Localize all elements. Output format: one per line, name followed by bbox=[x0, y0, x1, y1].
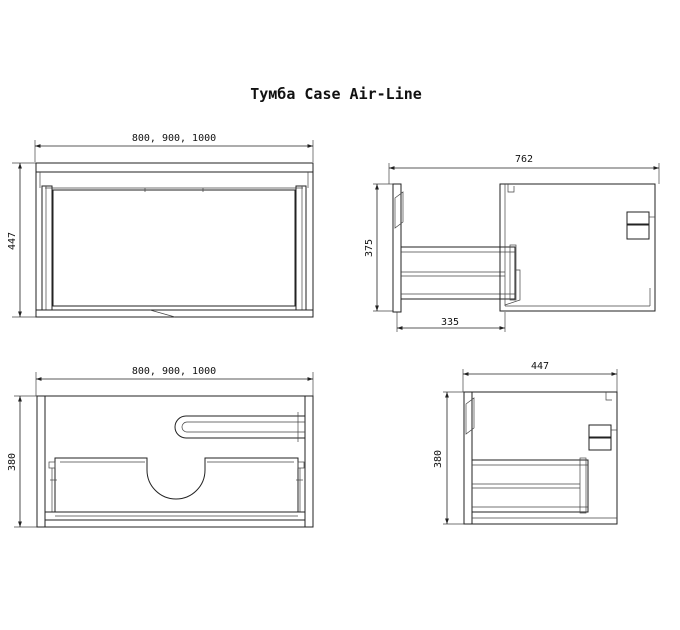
drawer-extension-label: 335 bbox=[441, 317, 459, 328]
cabinet-carcass bbox=[499, 183, 656, 312]
siphon-pipe-outer bbox=[174, 415, 305, 439]
height-label: 447 bbox=[7, 232, 18, 250]
right-side-panel-bottom bbox=[304, 395, 314, 528]
cabinet-carcass-bottom bbox=[463, 391, 618, 525]
cabinet-outline bbox=[35, 162, 314, 318]
drawer-with-siphon-cutout bbox=[54, 457, 299, 513]
front-view-top: 800, 900, 1000 447 bbox=[7, 133, 314, 318]
siphon-block-lower-bottom bbox=[588, 437, 612, 451]
depth-label-bottom: 447 bbox=[531, 361, 549, 372]
extended-drawer-box bbox=[400, 246, 516, 300]
cabinet-outline-bottom bbox=[36, 395, 314, 528]
siphon-block-lower bbox=[626, 224, 650, 240]
bottom-rail bbox=[44, 511, 306, 521]
drawer-front-panel bbox=[392, 183, 402, 313]
front-view-bottom: 800, 900, 1000 380 bbox=[7, 366, 314, 528]
width-label: 800, 900, 1000 bbox=[132, 133, 216, 144]
drawer-box-bottom bbox=[471, 459, 589, 513]
drawer-front-frame bbox=[52, 189, 296, 307]
left-side-panel-bottom bbox=[36, 395, 46, 528]
drawing-title: Тумба Case Air-Line bbox=[250, 85, 422, 103]
side-view-bottom: 447 380 bbox=[433, 361, 618, 525]
height-label-side: 375 bbox=[364, 239, 375, 257]
depth-label: 762 bbox=[515, 154, 533, 165]
siphon-block-upper bbox=[626, 211, 650, 225]
siphon-block-upper-bottom bbox=[588, 424, 612, 438]
width-label-bottom: 800, 900, 1000 bbox=[132, 366, 216, 377]
height-label-bottom: 380 bbox=[7, 453, 18, 471]
drawer-front-panel-bottom bbox=[463, 391, 473, 525]
height-label-side-bottom: 380 bbox=[433, 450, 444, 468]
side-view-top: 762 375 335 bbox=[364, 154, 660, 332]
